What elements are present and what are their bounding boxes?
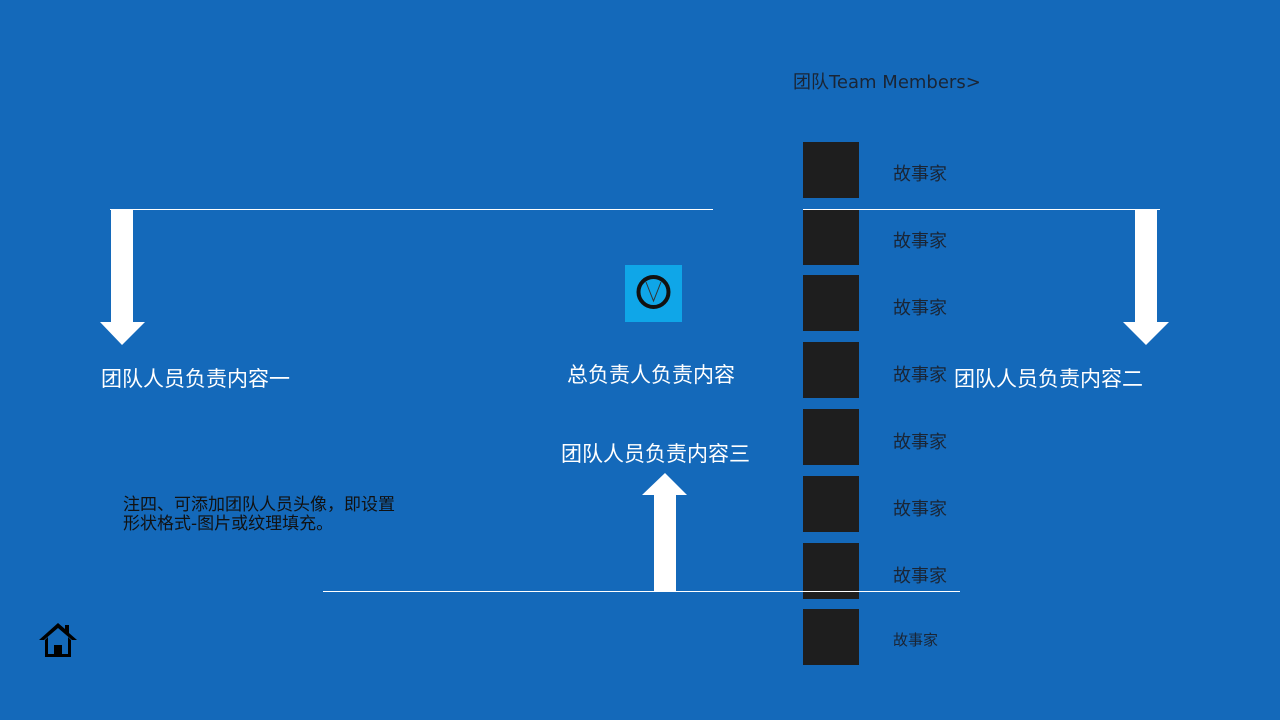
member-name: 故事家 — [893, 631, 939, 649]
arrow-up-center — [642, 473, 687, 591]
member-name: 故事家 — [893, 365, 947, 386]
home-button[interactable] — [38, 620, 78, 660]
note-line-2: 形状格式-图片或纹理填充。 — [123, 514, 334, 534]
member-name: 故事家 — [893, 566, 947, 587]
content-three-label: 团队人员负责内容三 — [561, 442, 750, 466]
arrow-down-left — [100, 209, 145, 345]
home-icon — [39, 623, 77, 657]
member-avatar — [803, 142, 859, 198]
divider-line — [323, 591, 960, 592]
lead-label: 总负责人负责内容 — [567, 363, 735, 387]
member-name: 故事家 — [893, 231, 947, 252]
divider-line — [803, 209, 1160, 210]
member-avatar — [803, 543, 859, 599]
divider-line — [110, 209, 713, 210]
member-name: 故事家 — [893, 499, 947, 520]
member-name: 故事家 — [893, 164, 947, 185]
content-one-label: 团队人员负责内容一 — [101, 367, 290, 391]
member-name: 故事家 — [893, 432, 947, 453]
logo — [625, 265, 682, 322]
member-avatar — [803, 342, 859, 398]
circle-v-logo-icon — [636, 275, 671, 309]
team-members-title: 团队Team Members> — [793, 72, 981, 93]
member-avatar — [803, 476, 859, 532]
member-avatar — [803, 609, 859, 665]
arrow-down-right — [1123, 209, 1169, 345]
member-name: 故事家 — [893, 298, 947, 319]
content-two-label: 团队人员负责内容二 — [954, 367, 1143, 391]
note-line-1: 注四、可添加团队人员头像，即设置 — [123, 495, 395, 515]
member-avatar — [803, 275, 859, 331]
member-avatar — [803, 409, 859, 465]
note-text: 注四、可添加团队人员头像，即设置 形状格式-图片或纹理填充。 — [123, 496, 395, 534]
member-avatar — [803, 209, 859, 265]
